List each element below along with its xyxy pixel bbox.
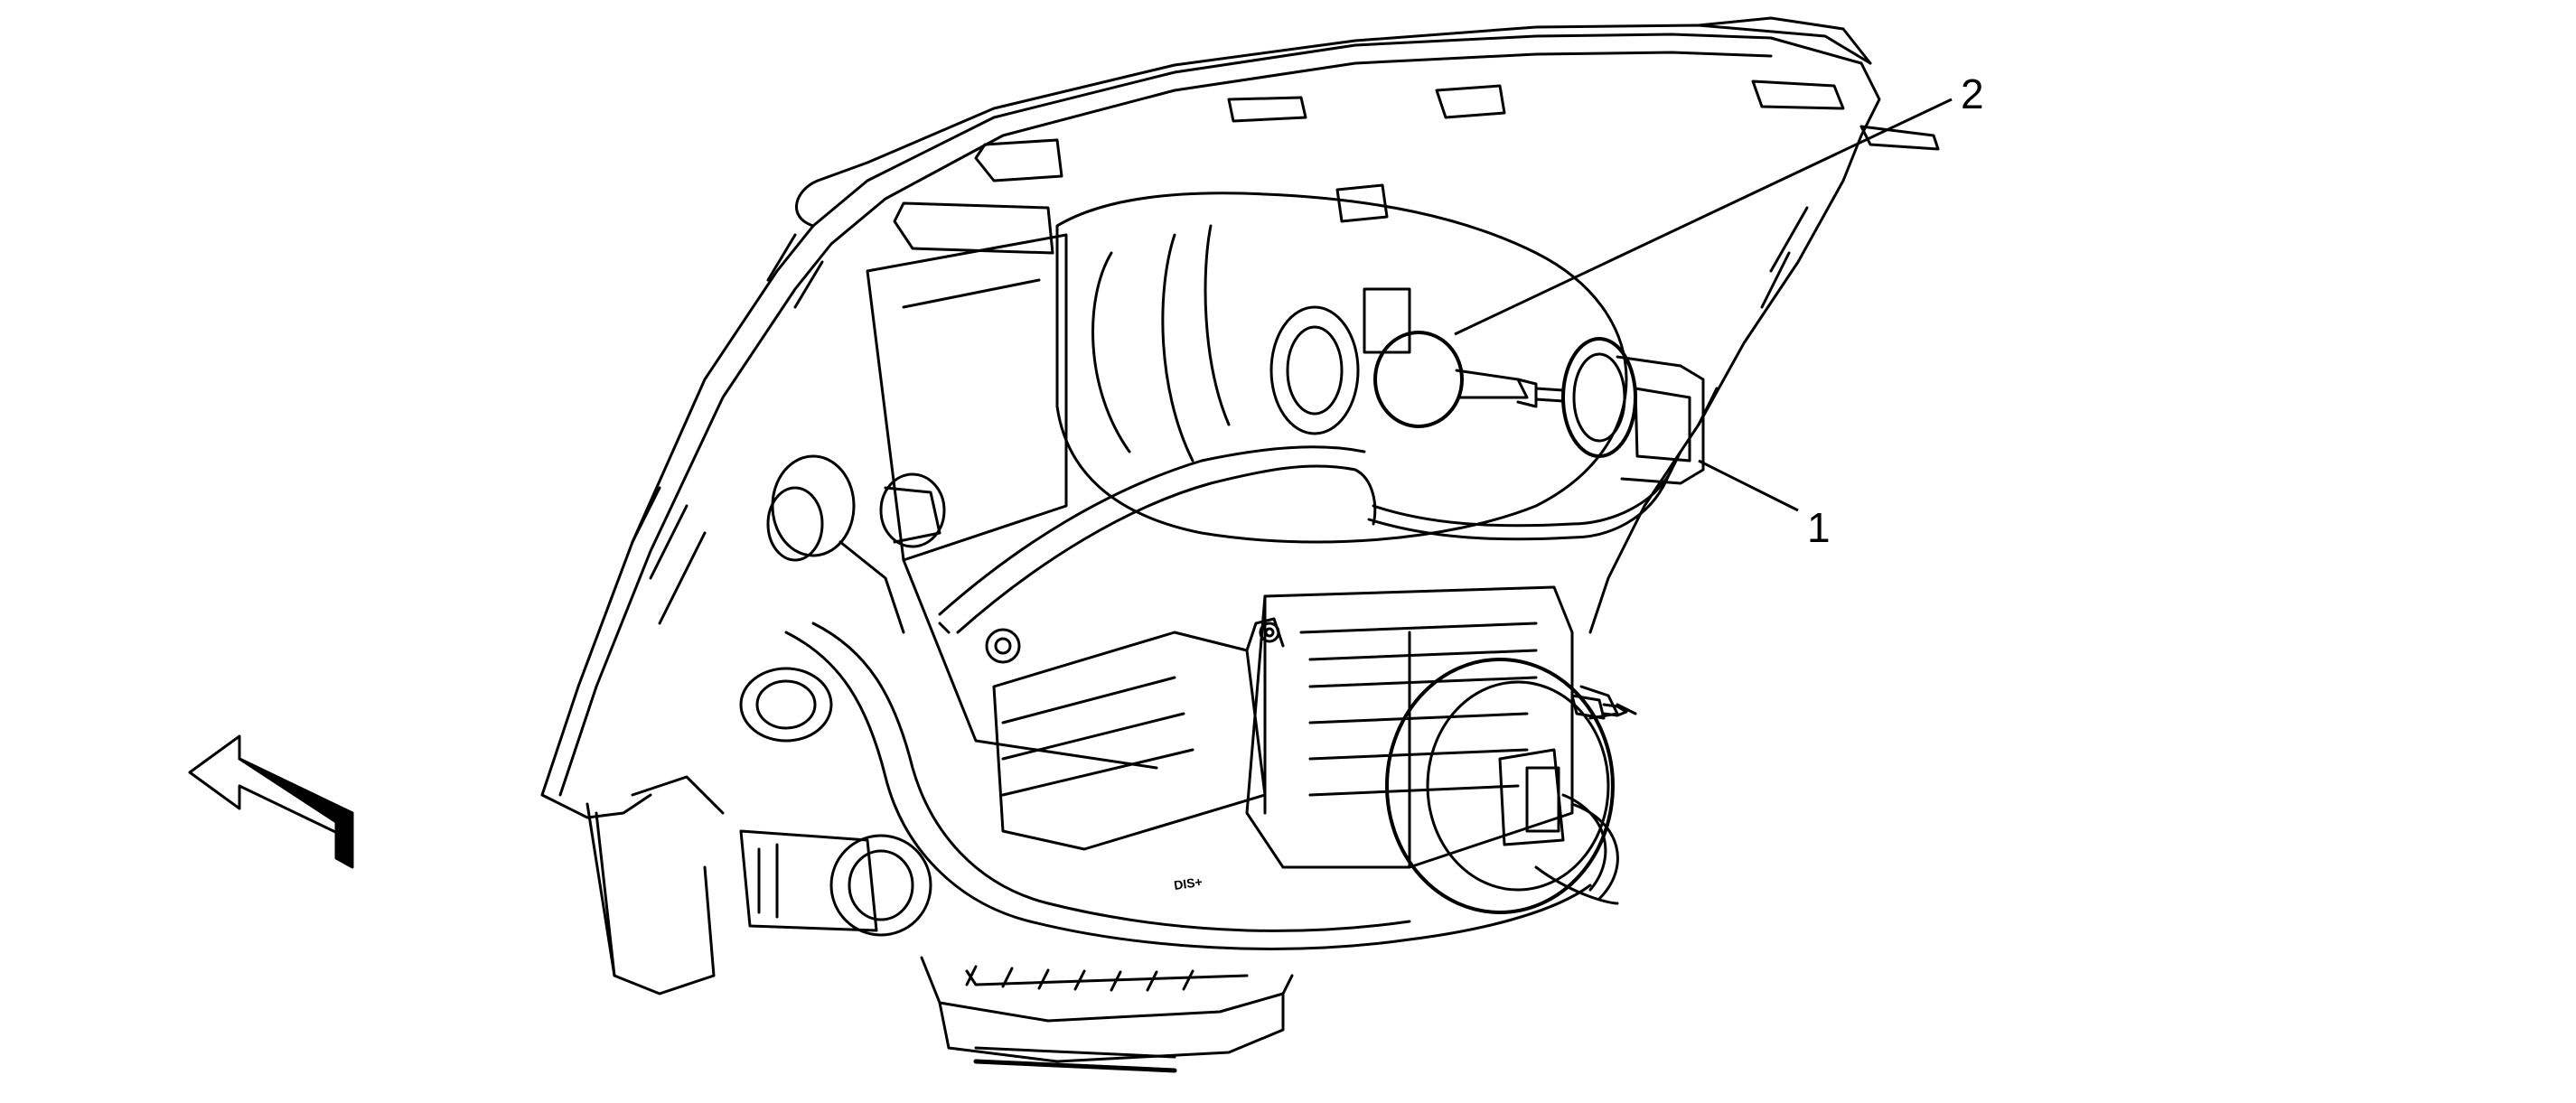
callout-leader-2 [1454, 98, 1953, 336]
wire-harness [784, 445, 1619, 950]
right-mounting-pin [1570, 694, 1628, 720]
lower-bracket [920, 956, 1294, 1073]
callout-leaders [1454, 98, 1953, 512]
callout-label-1: 1 [1807, 504, 1831, 551]
housing-edge-details [631, 206, 1809, 625]
left-mounting-bracket [585, 775, 725, 996]
upper-mounting-tabs [893, 79, 1940, 255]
ballast-module [985, 628, 1267, 851]
vent-tubes [739, 454, 946, 743]
front-direction-arrow-icon [188, 734, 354, 869]
bulb-socket-opening [1269, 287, 1411, 435]
part-marking: DIS+ [1173, 874, 1203, 893]
bulb [1373, 331, 1565, 428]
leveling-adjuster [739, 829, 932, 937]
reflector-housing [866, 192, 1628, 770]
callout-leader-1 [1698, 459, 1799, 512]
bulb-socket [1367, 337, 1705, 541]
callout-label-2: 2 [1961, 70, 1984, 117]
headlamp-housing [540, 16, 1881, 819]
projector-module [1245, 585, 1637, 914]
